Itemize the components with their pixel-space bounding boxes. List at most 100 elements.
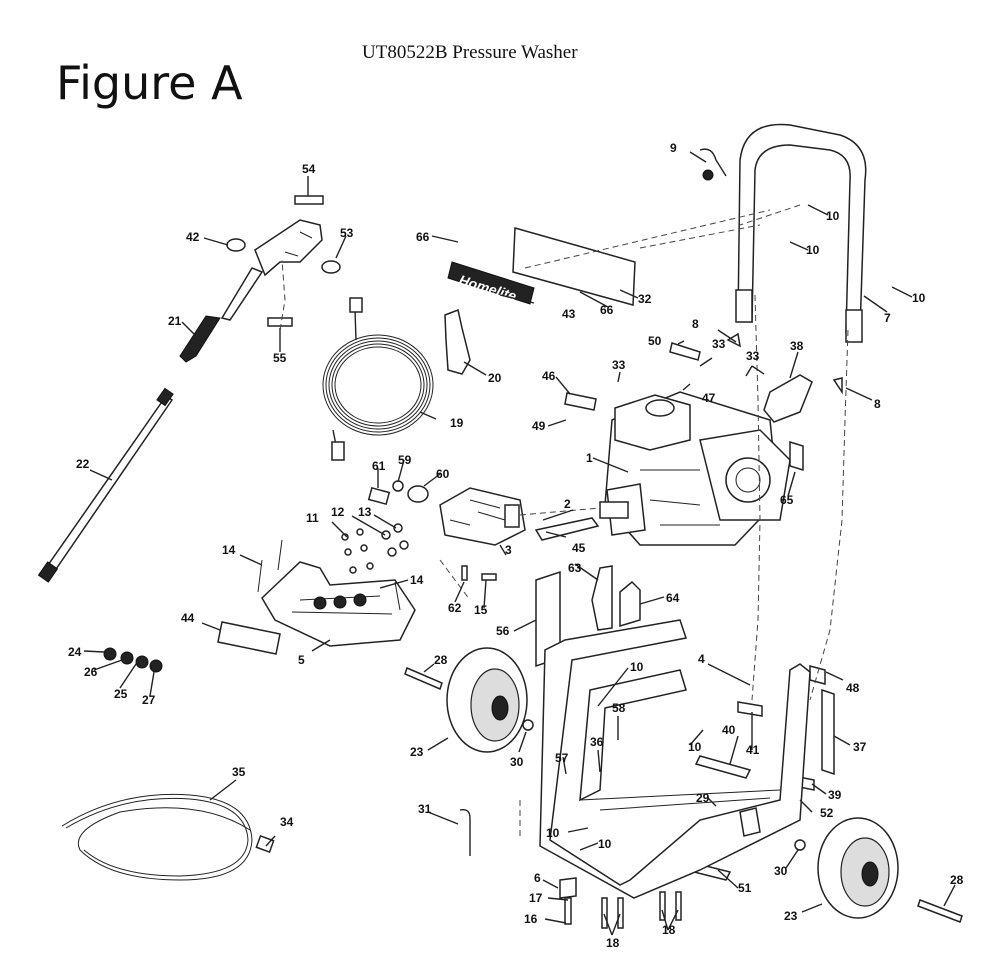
callout-11: 11 [306, 511, 319, 525]
callout-28a: 28 [434, 653, 448, 667]
callout-49: 49 [532, 419, 546, 433]
callout-38: 38 [790, 339, 804, 353]
hardware [103, 148, 843, 929]
axle-pins [404, 666, 963, 923]
callout-17: 17 [529, 891, 543, 905]
pump [439, 487, 526, 546]
callout-44: 44 [181, 611, 195, 625]
callout-8b: 8 [874, 397, 881, 411]
homelite-decal: Homelite [447, 261, 535, 305]
spray-wand [37, 387, 174, 583]
callout-55: 55 [273, 351, 287, 365]
callout-21: 21 [168, 314, 182, 328]
callout-10a: 10 [826, 209, 840, 223]
callout-15: 15 [474, 603, 488, 617]
wheel-left [446, 647, 528, 753]
assembly-guide-lines [279, 204, 849, 840]
callout-40: 40 [722, 723, 736, 737]
callout-10e: 10 [688, 740, 702, 754]
callout-48: 48 [846, 681, 860, 695]
callout-30a: 30 [510, 755, 524, 769]
callout-19: 19 [450, 416, 464, 430]
strap-63 [591, 565, 613, 631]
callout-18a: 18 [606, 936, 620, 950]
callout-57: 57 [555, 751, 569, 765]
decal-44 [217, 621, 281, 655]
callout-56: 56 [496, 624, 510, 638]
callout-37: 37 [853, 740, 867, 754]
callout-42: 42 [186, 230, 200, 244]
callout-31: 31 [418, 802, 432, 816]
decal-65 [789, 440, 804, 472]
callout-60: 60 [436, 467, 450, 481]
decal-64 [619, 580, 641, 628]
callout-6: 6 [534, 871, 541, 885]
callout-63: 63 [568, 561, 582, 575]
figure-label: Figure A [56, 56, 243, 110]
decal-50 [669, 342, 701, 361]
callout-20: 20 [488, 371, 502, 385]
callout-7: 7 [884, 311, 891, 325]
callout-8a: 8 [692, 317, 699, 331]
decal-48 [809, 665, 826, 685]
callout-33b: 33 [712, 337, 726, 351]
coiled-hose [322, 297, 434, 461]
callout-10g: 10 [598, 837, 612, 851]
callout-leaders [83, 151, 956, 936]
wheel-right [817, 817, 899, 919]
diagram-title: UT80522B Pressure Washer [362, 42, 578, 63]
callout-43: 43 [562, 307, 576, 321]
callout-32: 32 [638, 292, 652, 306]
callout-65: 65 [780, 493, 794, 507]
callout-52: 52 [820, 806, 834, 820]
callout-34: 34 [280, 815, 294, 829]
pump-fittings [367, 480, 497, 581]
callout-45: 45 [572, 541, 586, 555]
callout-4: 4 [698, 652, 705, 666]
decal-46 [564, 392, 597, 411]
callout-35: 35 [232, 765, 246, 779]
frame [539, 619, 811, 899]
callout-29: 29 [696, 791, 710, 805]
callout-14a: 14 [222, 543, 236, 557]
callout-28b: 28 [950, 873, 964, 887]
handle [735, 123, 867, 343]
callout-12: 12 [331, 505, 345, 519]
callout-46: 46 [542, 369, 556, 383]
callout-10b: 10 [806, 243, 820, 257]
callout-50: 50 [648, 334, 662, 348]
engine [599, 391, 791, 546]
callout-30b: 30 [774, 864, 788, 878]
callout-25: 25 [114, 687, 128, 701]
callout-66a: 66 [416, 230, 430, 244]
callout-39: 39 [828, 788, 842, 802]
callout-10d: 10 [630, 660, 644, 674]
callout-64: 64 [666, 591, 680, 605]
callout-5: 5 [298, 653, 305, 667]
callout-47: 47 [702, 391, 716, 405]
hose-hanger [444, 308, 471, 375]
callout-3: 3 [505, 543, 512, 557]
callout-1: 1 [586, 451, 593, 465]
bolts-and-washers [341, 523, 409, 574]
callout-53: 53 [340, 226, 354, 240]
callout-58: 58 [612, 701, 626, 715]
callout-61: 61 [372, 459, 386, 473]
callout-62: 62 [448, 601, 462, 615]
callout-14b: 14 [410, 573, 424, 587]
callout-23b: 23 [784, 909, 798, 923]
decal-41 [737, 701, 763, 717]
high-pressure-hose [61, 793, 275, 881]
callout-54: 54 [302, 162, 316, 176]
callout-24: 24 [68, 645, 82, 659]
callout-numbers: 1 2 3 4 5 6 7 8 8 9 10 10 10 10 10 10 10… [68, 141, 964, 950]
spray-gun [179, 195, 341, 363]
callout-33c: 33 [746, 349, 760, 363]
callout-33a: 33 [612, 358, 626, 372]
callout-51: 51 [738, 881, 752, 895]
callout-23a: 23 [410, 745, 424, 759]
control-panel [512, 227, 636, 306]
callout-59: 59 [398, 453, 412, 467]
callout-10c: 10 [912, 291, 926, 305]
